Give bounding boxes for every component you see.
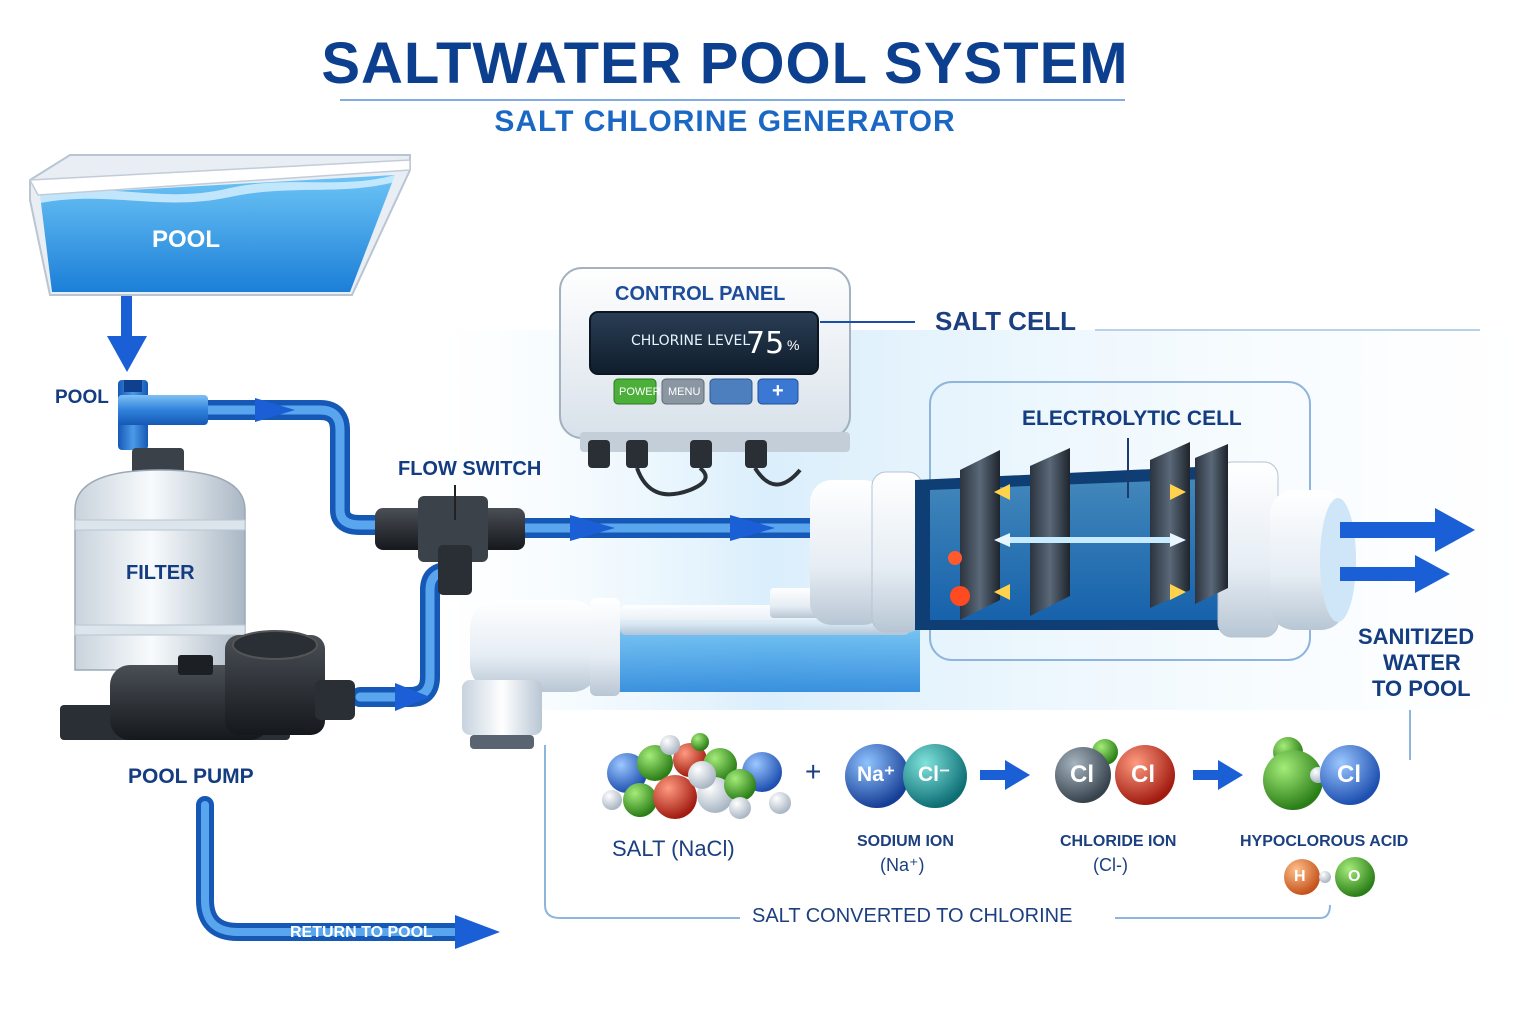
- pool-down-arrow: [107, 296, 147, 372]
- chloride-ion-symbol: Cl⁻: [918, 763, 951, 786]
- white-return-pipe: [462, 588, 920, 749]
- power-button[interactable]: [613, 378, 657, 405]
- cl-atom-1: Cl: [1070, 761, 1094, 788]
- plus-button[interactable]: [757, 378, 799, 405]
- chlorine-level-value: 75: [746, 326, 785, 361]
- flow-arrows: [255, 398, 775, 949]
- chlorine-molecule: [1055, 739, 1175, 805]
- menu-button-label: MENU: [668, 386, 701, 398]
- plus-sign: +: [805, 756, 822, 787]
- page-subtitle: SALT CHLORINE GENERATOR: [494, 105, 956, 138]
- conversion-caption: SALT CONVERTED TO CHLORINE: [752, 905, 1073, 927]
- hypochlorous-molecule: [1263, 737, 1380, 810]
- electrode-plates: [960, 442, 1228, 620]
- return-to-pool-label: RETURN TO POOL: [290, 924, 433, 941]
- sanitized-water-label-3: TO POOL: [1372, 676, 1471, 701]
- pool-pump-label: POOL PUMP: [128, 765, 254, 788]
- filter-label: FILTER: [126, 562, 195, 584]
- pool-tank: [28, 154, 411, 296]
- flow-switch-fitting: [375, 485, 525, 595]
- page-title: SALTWATER POOL SYSTEM: [321, 31, 1129, 96]
- chlorine-level-label: CHLORINE LEVEL: [631, 333, 751, 349]
- settings-button[interactable]: [709, 378, 753, 405]
- hypochlorous-acid-label: HYPOCLOROUS ACID: [1240, 833, 1409, 850]
- output-arrows: [1340, 508, 1475, 593]
- pool-tank-label: POOL: [152, 226, 221, 253]
- hocl-cl-atom: Cl: [1337, 761, 1361, 788]
- water-h-atom: H: [1294, 868, 1306, 885]
- sanitized-water-label-1: SANITIZED: [1358, 624, 1475, 649]
- control-panel-title: CONTROL PANEL: [615, 283, 786, 305]
- chlorine-level-unit: %: [787, 337, 800, 353]
- salt-cell-label: SALT CELL: [935, 306, 1077, 336]
- power-button-label: POWER: [619, 386, 661, 398]
- chloride-ion-label-2: (Cl-): [1093, 855, 1128, 875]
- reaction-arrows: [980, 760, 1243, 790]
- sanitized-water-label-2: WATER: [1383, 650, 1461, 675]
- menu-button[interactable]: [661, 378, 705, 405]
- pool-inlet-label: POOL: [55, 387, 109, 408]
- chloride-ion-label-1: CHLORIDE ION: [1060, 833, 1177, 850]
- salt-label: SALT (NaCl): [612, 836, 735, 861]
- pool-pump: [110, 630, 355, 740]
- plus-button-label: +: [772, 380, 784, 402]
- sodium-ion-label-1: SODIUM ION: [857, 833, 954, 850]
- cl-atom-2: Cl: [1131, 761, 1155, 788]
- pool-inlet-elbow: [118, 380, 208, 450]
- sodium-ion-ball: [845, 744, 909, 808]
- current-arrows: [948, 484, 1186, 606]
- sodium-ion-symbol: Na⁺: [857, 763, 895, 786]
- electrolytic-cell-label: ELECTROLYTIC CELL: [1022, 407, 1242, 430]
- electrolytic-cell-body: [810, 461, 1356, 638]
- sodium-ion-label-2: (Na⁺): [880, 855, 925, 875]
- chloride-ion-ball: [903, 744, 967, 808]
- salt-crystal-cluster: [602, 733, 791, 819]
- water-o-atom: O: [1348, 868, 1361, 885]
- conversion-bracket: [544, 745, 1331, 919]
- flow-switch-label: FLOW SWITCH: [398, 458, 542, 480]
- water-molecule: [1284, 857, 1375, 897]
